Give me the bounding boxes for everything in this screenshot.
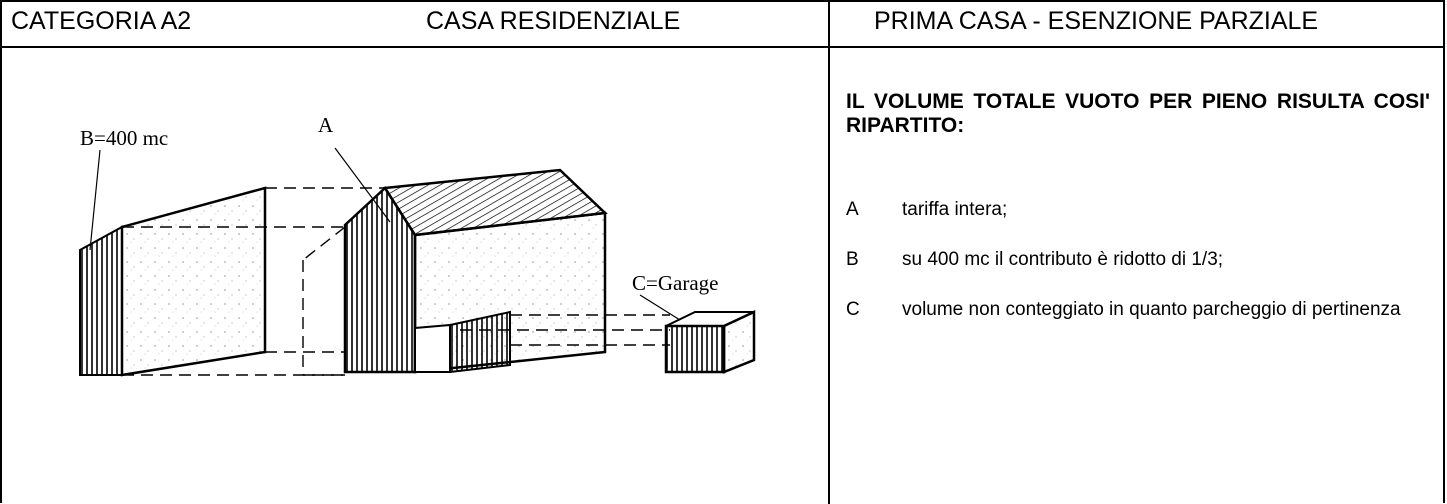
item-letter: A bbox=[846, 199, 859, 220]
exemption-label: PRIMA CASA - ESENZIONE PARZIALE bbox=[874, 7, 1319, 35]
list-item: B su 400 mc il contributo è ridotto di 1… bbox=[846, 248, 1430, 271]
volume-c-garage bbox=[639, 294, 756, 374]
item-text: su 400 mc il contributo è ridotto di 1/3… bbox=[902, 249, 1224, 270]
item-letter: C bbox=[846, 299, 860, 320]
list-item: C volume non conteggiato in quanto parch… bbox=[846, 298, 1430, 321]
drawing-label-c: C=Garage bbox=[632, 271, 718, 295]
building-type-label: CASA RESIDENZIALE bbox=[426, 7, 681, 35]
drawing-label-a: A bbox=[318, 113, 334, 137]
volume-a-house bbox=[334, 147, 608, 374]
column-divider bbox=[828, 0, 830, 504]
volume-b-shape bbox=[79, 149, 267, 377]
list-item: A tariffa intera; bbox=[846, 198, 1430, 221]
item-text: tariffa intera; bbox=[902, 199, 1008, 220]
drawing-label-b: B=400 mc bbox=[80, 126, 168, 150]
category-label: CATEGORIA A2 bbox=[11, 7, 192, 35]
item-letter: B bbox=[846, 249, 859, 270]
volume-drawing: B=400 mc A C=Garage bbox=[79, 113, 756, 377]
header-divider bbox=[0, 46, 1445, 48]
item-text: volume non conteggiato in quanto parcheg… bbox=[902, 299, 1401, 320]
volume-heading: IL VOLUME TOTALE VUOTO PER PIENO RISULTA… bbox=[846, 90, 1430, 137]
description-panel: IL VOLUME TOTALE VUOTO PER PIENO RISULTA… bbox=[846, 90, 1430, 348]
volume-item-list: A tariffa intera; B su 400 mc il contrib… bbox=[846, 198, 1430, 321]
